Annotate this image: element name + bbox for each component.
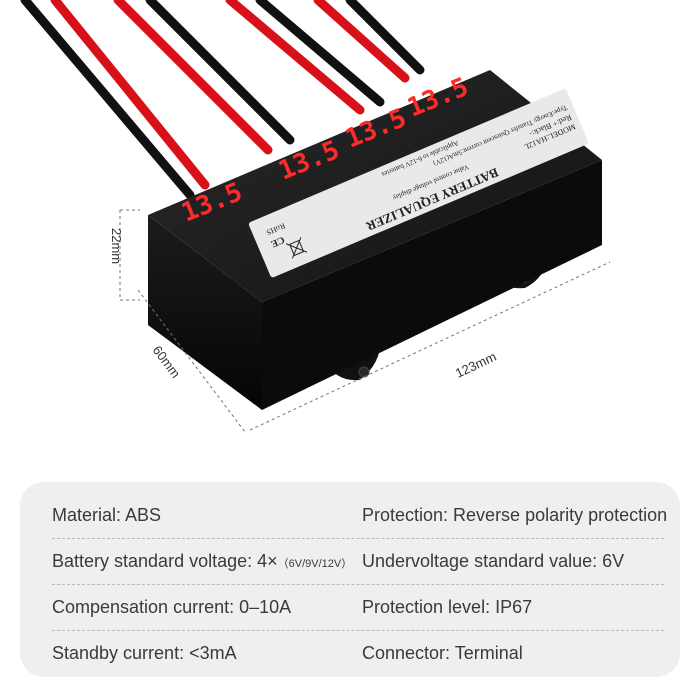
spec-undervoltage: Undervoltage standard value: 6V: [362, 551, 625, 571]
red-wire: [225, 0, 365, 115]
spec-standby-current: Standby current: <3mA: [52, 643, 237, 663]
red-wire: [313, 0, 410, 83]
spec-row: Battery standard voltage: 4×（6V/9V/12V） …: [52, 538, 664, 585]
spec-material: Material: ABS: [52, 505, 162, 525]
ce-mark: CE: [269, 234, 286, 250]
battery-voltage-text: Battery standard voltage: 4×: [52, 551, 278, 571]
black-wire: [145, 0, 295, 145]
dimension-length: [249, 261, 611, 431]
device-side: [148, 215, 262, 410]
product-label: BATTERY EQUALIZER MODEL:HA12L Red:+ Blac…: [248, 89, 589, 278]
spec-compensation-current: Compensation current: 0–10A: [52, 597, 292, 617]
device-front: [262, 160, 602, 410]
spec-battery-voltage: Battery standard voltage: 4×（6V/9V/12V）: [52, 538, 352, 587]
product-photo: 13.5 13.5 13.5 13.5 BATTERY EQUALIZER MO…: [20, 0, 611, 433]
battery-voltage-options: （6V/9V/12V）: [277, 558, 353, 570]
height-label: 22mm: [109, 228, 124, 264]
spec-panel: Material: ABS Protection: Reverse polari…: [20, 482, 680, 677]
dimension-height: [119, 209, 140, 301]
spec-row: Standby current: <3mA Connector: Termina…: [52, 630, 664, 676]
red-wire: [113, 0, 273, 155]
spec-protection: Protection: Reverse polarity protection: [362, 505, 668, 525]
cable-bundle: [20, 0, 425, 200]
spec-row: Compensation current: 0–10A Protection l…: [52, 584, 664, 631]
black-wire: [20, 0, 195, 200]
width-label: 60mm: [150, 343, 184, 381]
black-wire: [345, 0, 425, 75]
spec-connector: Connector: Terminal: [362, 643, 523, 663]
length-label: 123mm: [453, 349, 499, 381]
black-wire: [255, 0, 385, 107]
waste-bin-icon: [285, 237, 308, 259]
spec-row: Material: ABS Protection: Reverse polari…: [52, 492, 668, 539]
spec-protection-level: Protection level: IP67: [362, 597, 533, 617]
red-wire: [50, 0, 210, 190]
